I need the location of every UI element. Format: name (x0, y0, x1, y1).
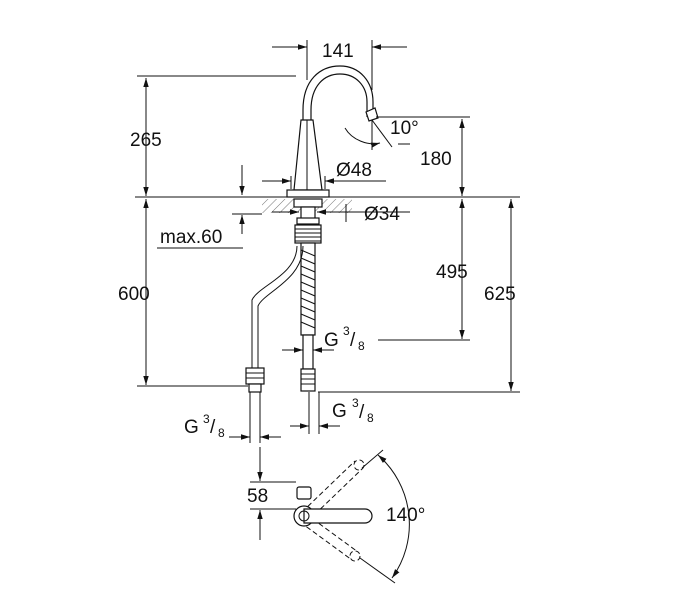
dim-swivel-angle: 140° (386, 505, 425, 526)
dim-spout-angle: 10° (390, 118, 419, 139)
thread-left-g: G (184, 417, 199, 438)
thread-upper-slash: / (350, 330, 356, 351)
dim-hole-diameter: Ø34 (364, 204, 400, 225)
thread-upper-num: 3 (343, 324, 350, 338)
thread-right-slash: / (359, 402, 365, 423)
dim-spout-height: 180 (420, 149, 452, 170)
thread-right-num: 3 (352, 396, 359, 410)
thread-right-g: G (332, 401, 347, 422)
dim-max-thickness: max.60 (160, 227, 222, 248)
thread-left-slash: / (210, 417, 216, 438)
thread-upper-den: 8 (358, 339, 365, 353)
dim-spout-reach: 141 (322, 41, 354, 62)
curved-hose (245, 245, 304, 393)
dim-base-diameter: Ø48 (336, 160, 372, 181)
thread-upper-g: G (324, 330, 339, 351)
dim-hose-495: 495 (436, 262, 468, 283)
thread-right-den: 8 (367, 411, 374, 425)
faucet-body (286, 65, 379, 244)
dim-lever-clearance: 58 (247, 486, 268, 507)
thread-left-den: 8 (218, 426, 225, 440)
dim-hose-625: 625 (484, 284, 516, 305)
thread-left-num: 3 (203, 412, 210, 426)
dim-hose-600: 600 (118, 284, 150, 305)
lever-top-view (293, 459, 373, 562)
straight-hose (300, 242, 316, 392)
dim-total-height: 265 (130, 130, 162, 151)
